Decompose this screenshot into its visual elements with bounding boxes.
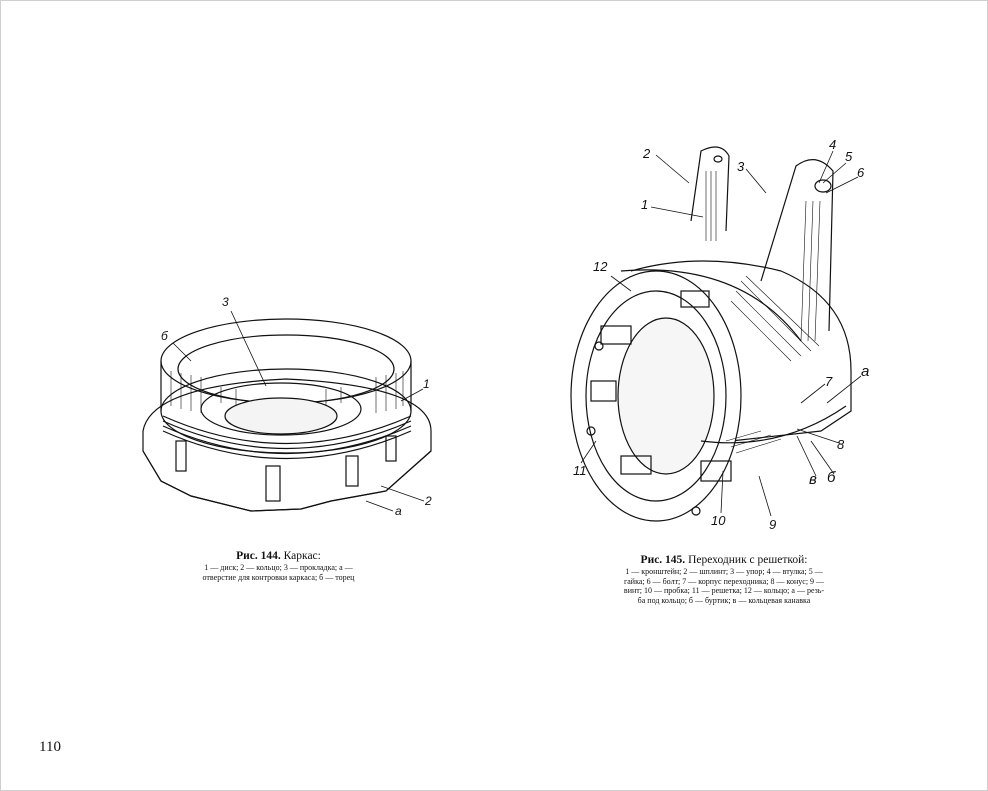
callout-5: 5 bbox=[845, 149, 853, 164]
callout-b: б bbox=[827, 469, 836, 486]
caption-legend: 1 — диск; 2 — кольцо; 3 — прокладка; а —… bbox=[166, 563, 391, 582]
callout-a: а bbox=[395, 504, 402, 518]
figure-144-caption: Рис. 144. Каркас: 1 — диск; 2 — кольцо; … bbox=[166, 549, 391, 582]
callout-1: 1 bbox=[423, 377, 430, 391]
caption-title: Рис. 144. Каркас: bbox=[166, 549, 391, 563]
figure-number: Рис. 145. bbox=[640, 554, 686, 566]
callout-b: б bbox=[161, 329, 168, 343]
caption-title: Рис. 145. Переходник с решеткой: bbox=[584, 553, 864, 567]
callout-12: 12 bbox=[593, 259, 608, 274]
callout-3: 3 bbox=[222, 295, 229, 309]
legend-line: отверстие для контровки каркаса; б — тор… bbox=[202, 572, 355, 582]
callout-2: 2 bbox=[643, 146, 651, 161]
caption-legend: 1 — кронштейн; 2 — шплинт; 3 — упор; 4 —… bbox=[584, 567, 864, 605]
callout-1: 1 bbox=[641, 197, 649, 212]
legend-line: 1 — диск; 2 — кольцо; 3 — прокладка; а — bbox=[204, 563, 353, 572]
legend-line: ба под кольцо; б — буртик; в — кольцевая… bbox=[637, 595, 811, 605]
figure-144-illustration: 3 б 1 2 а bbox=[131, 291, 441, 541]
page-number: 110 bbox=[39, 739, 61, 755]
callout-6: 6 bbox=[857, 165, 865, 180]
legend-line: 1 — кронштейн; 2 — шплинт; 3 — упор; 4 —… bbox=[625, 567, 823, 576]
callout-2: 2 bbox=[425, 494, 432, 508]
callout-a: а bbox=[861, 363, 870, 380]
frame-drawing bbox=[142, 310, 432, 512]
figure-title: Переходник с решеткой: bbox=[688, 554, 808, 566]
figure-title: Каркас: bbox=[283, 550, 321, 562]
figure-145-illustration: 2 3 4 5 6 1 12 7 а 8 в б 11 10 9 bbox=[561, 137, 881, 541]
callout-3: 3 bbox=[737, 159, 745, 174]
callout-11: 11 bbox=[573, 463, 587, 478]
legend-line: гайка; 6 — болт; 7 — корпус переходника;… bbox=[623, 576, 825, 586]
legend-line: винт; 10 — пробка; 11 — решетка; 12 — ко… bbox=[623, 586, 825, 595]
figure-145-caption: Рис. 145. Переходник с решеткой: 1 — кро… bbox=[584, 553, 864, 605]
callout-9: 9 bbox=[769, 517, 777, 532]
callout-v: в bbox=[809, 471, 817, 488]
callout-10: 10 bbox=[711, 513, 726, 528]
callout-4: 4 bbox=[829, 137, 837, 152]
callout-8: 8 bbox=[837, 437, 845, 452]
adapter-drawing bbox=[570, 146, 862, 522]
callout-7: 7 bbox=[825, 374, 833, 389]
figure-number: Рис. 144. bbox=[236, 550, 281, 562]
